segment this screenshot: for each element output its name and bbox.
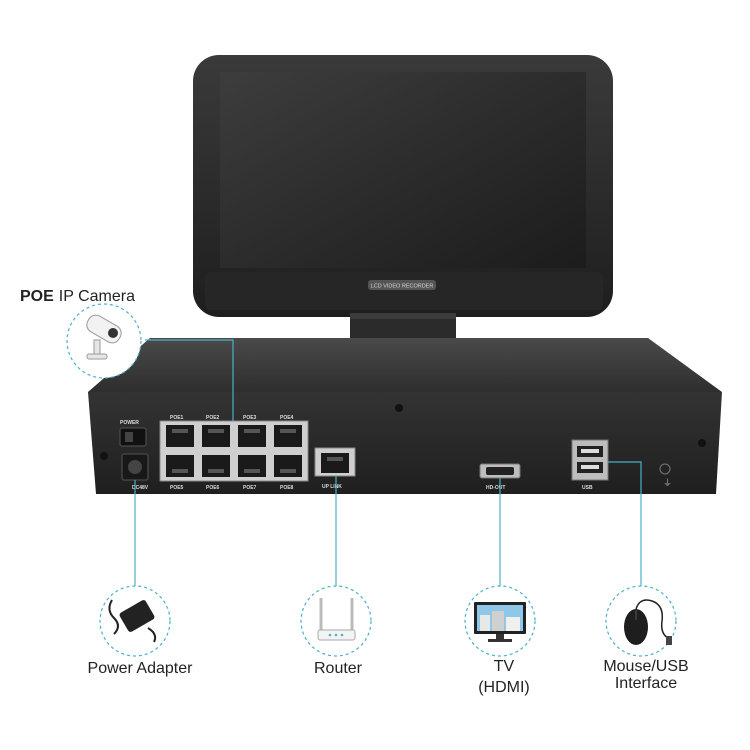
lcd-monitor: LCD VIDEO RECORDER	[193, 55, 613, 343]
power-adapter-callout: Power Adapter	[88, 585, 194, 677]
uplink-label: UP LINK	[322, 484, 342, 490]
tv-hdmi-label: (HDMI)	[478, 679, 530, 696]
tv-label: TV	[494, 658, 515, 675]
screw-icon	[100, 452, 108, 460]
power-adapter-icon	[108, 599, 157, 643]
poe-label: POE3	[243, 415, 257, 421]
dc-label: DC48V	[132, 485, 149, 491]
poe-label: POE7	[243, 485, 257, 491]
poe-label: POE6	[206, 485, 220, 491]
uplink-port[interactable]	[321, 453, 349, 473]
poe-port[interactable]	[166, 425, 194, 447]
dc-jack[interactable]	[128, 460, 142, 474]
mouse-icon	[624, 599, 672, 645]
screw-icon	[395, 404, 403, 412]
poe-label: POE8	[280, 485, 294, 491]
power-adapter-label: Power Adapter	[88, 660, 194, 677]
mouse-usb-label: Mouse/USB	[603, 658, 688, 675]
power-label: POWER	[120, 420, 139, 426]
nvr-top-surface	[88, 338, 722, 392]
nvr-front-panel: POWER DC48V POE1 POE2 POE3 POE4	[88, 392, 722, 494]
poe-port[interactable]	[202, 455, 230, 477]
poe-port[interactable]	[274, 455, 302, 477]
ground-icon: ⏚	[663, 478, 672, 489]
poe-label: POE1	[170, 415, 184, 421]
connector-lines	[134, 339, 642, 587]
poe-port[interactable]	[274, 425, 302, 447]
poe-port[interactable]	[238, 455, 266, 477]
hdout-label: HD-OUT	[486, 485, 505, 491]
usb-connector	[608, 461, 642, 587]
hdmi-port[interactable]	[486, 467, 514, 475]
poe-port[interactable]	[166, 455, 194, 477]
monitor-brand-text: LCD VIDEO RECORDER	[371, 284, 434, 290]
ip-camera-icon	[86, 314, 122, 360]
camera-connector	[145, 339, 234, 421]
poe-camera-label: POE IP Camera	[20, 288, 135, 305]
tv-icon	[474, 602, 526, 642]
poe-label: POE5	[170, 485, 184, 491]
poe-camera-label-rest: IP Camera	[59, 288, 135, 305]
poe-port[interactable]	[202, 425, 230, 447]
interface-label: Interface	[615, 675, 677, 692]
lcd-screen	[220, 72, 586, 268]
poe-ports	[166, 425, 302, 477]
router-label: Router	[314, 660, 363, 677]
poe-camera-callout	[66, 303, 142, 379]
poe-camera-label-bold: POE	[20, 288, 54, 305]
monitor-badge	[368, 280, 436, 290]
mouse-callout: Mouse/USB Interface	[603, 585, 689, 692]
screw-icon	[698, 439, 706, 447]
router-icon	[317, 598, 356, 641]
usb-label: USB	[582, 485, 593, 491]
poe-label: POE2	[206, 415, 220, 421]
tv-callout: TV (HDMI)	[464, 585, 536, 696]
router-callout: Router	[300, 585, 372, 677]
poe-label: POE4	[280, 415, 294, 421]
poe-port[interactable]	[238, 425, 266, 447]
